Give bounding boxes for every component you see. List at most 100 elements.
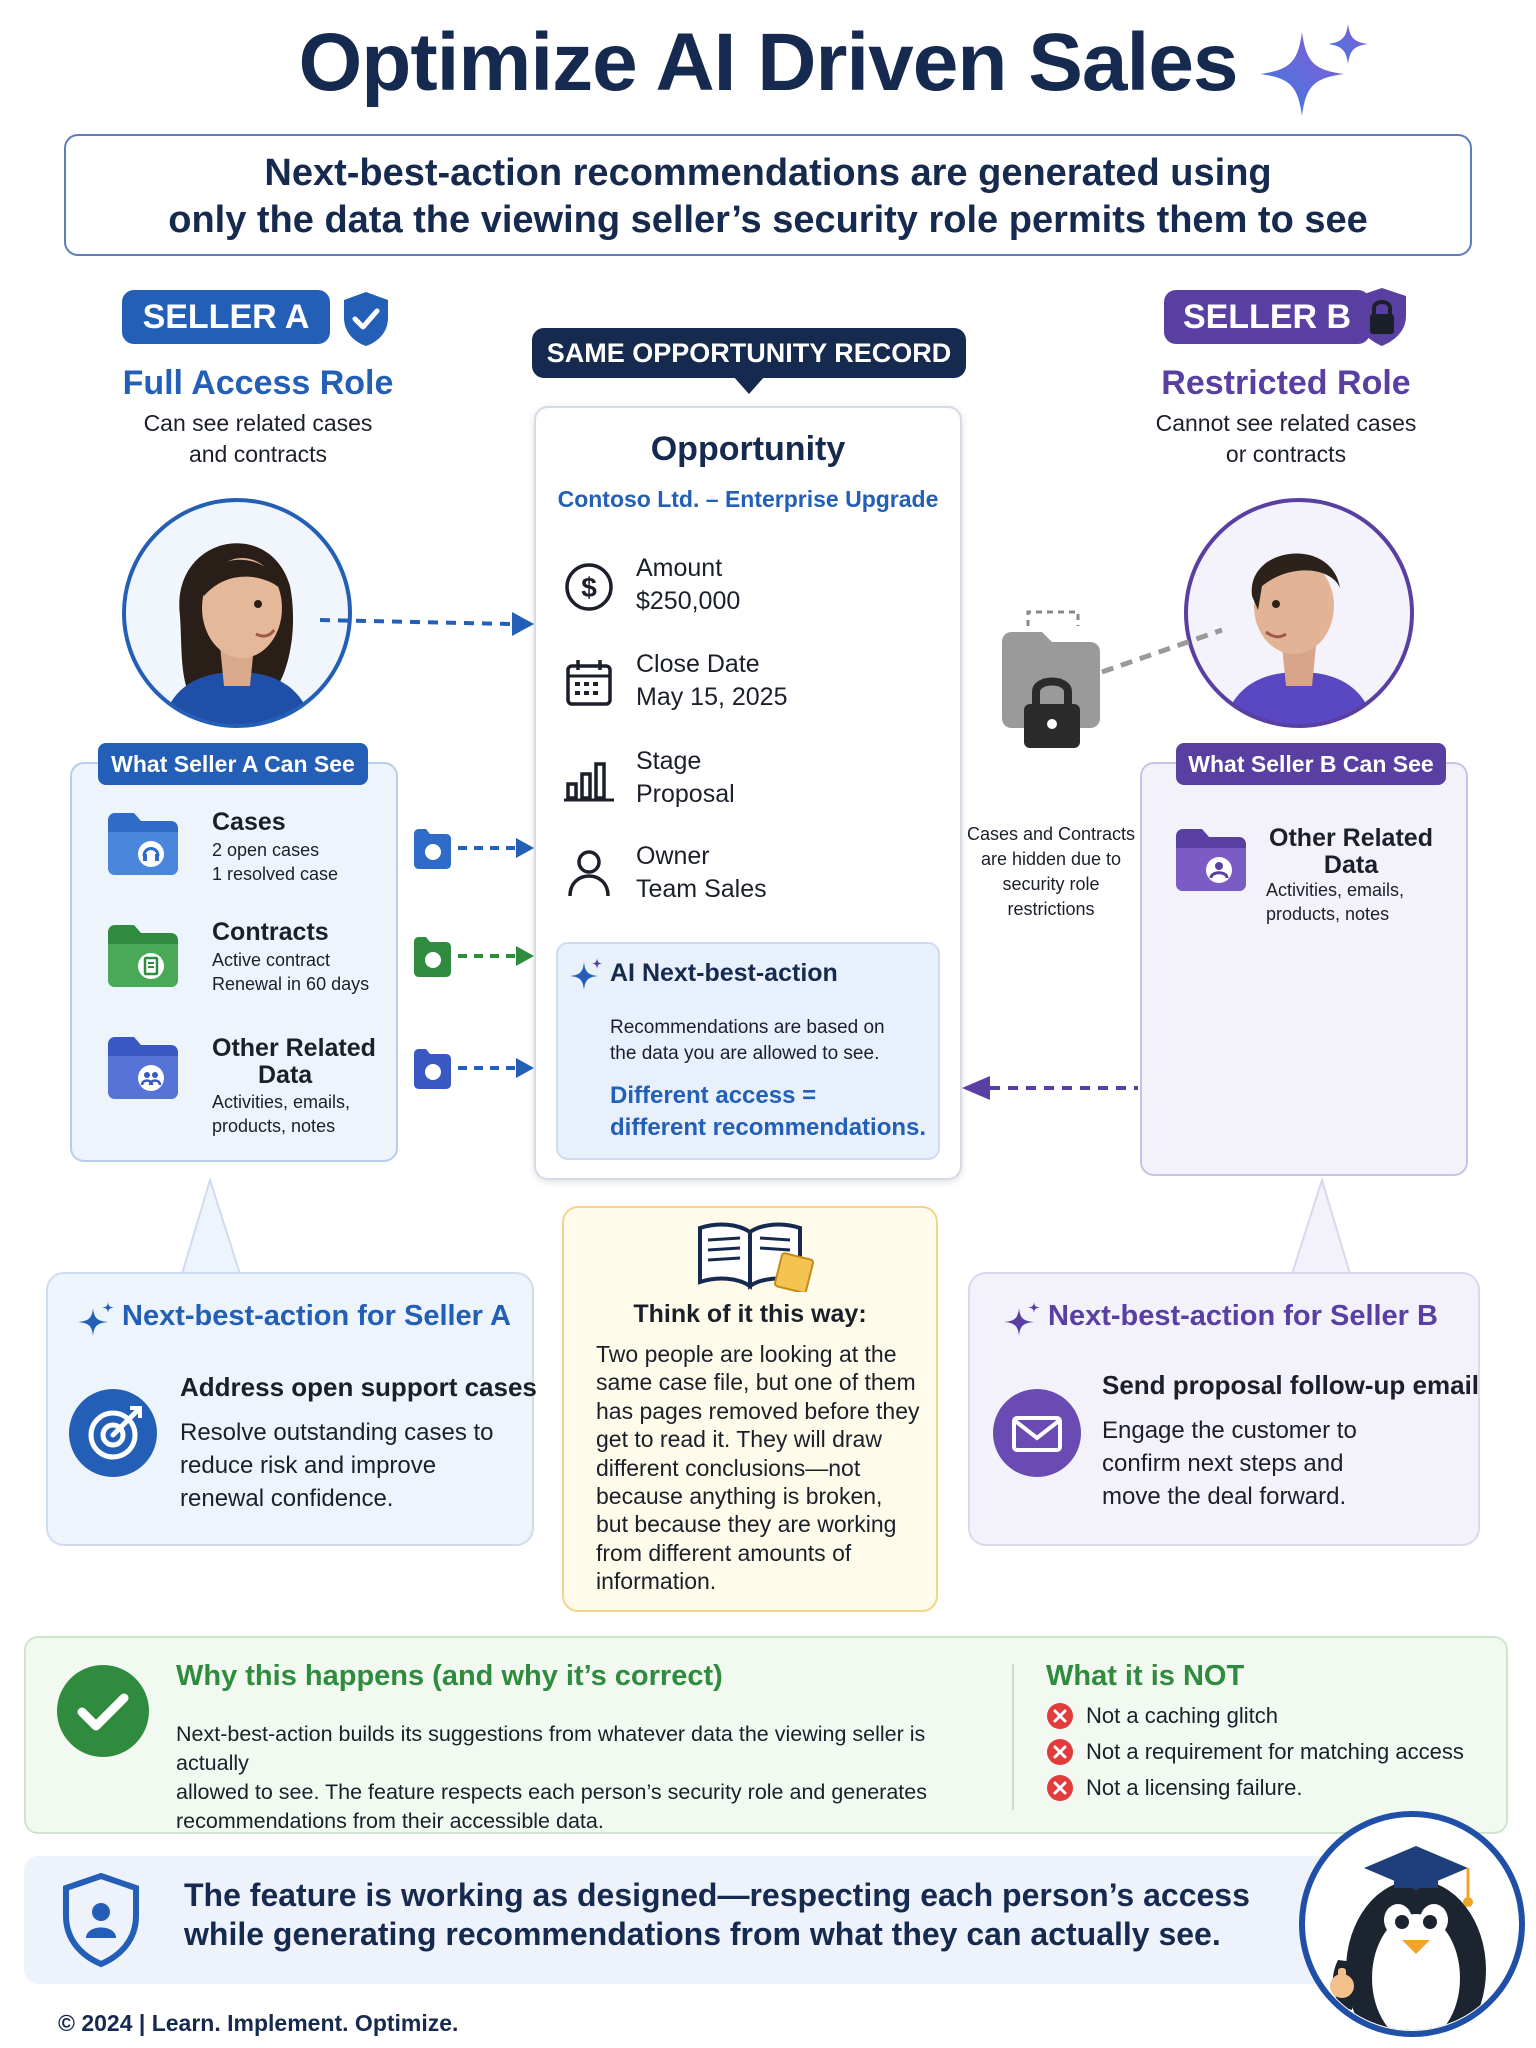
hidden-note-line: security role [1002,874,1100,894]
explanation-line: recommendations from their accessible da… [176,1809,604,1833]
folder-related-data-icon [108,1037,178,1099]
sparkle-icon [1260,24,1368,116]
explanation-box [24,1636,1508,1834]
hidden-note-line: restrictions [1007,899,1095,919]
calendar-icon [566,660,612,706]
contracts-title: Contracts [212,918,329,946]
seller-b-role: Restricted Role [1161,364,1411,402]
cases-desc: 2 open cases [212,840,320,860]
same-record-pill: SAME OPPORTUNITY RECORD [532,328,966,378]
x-circle-icon [1047,1703,1073,1729]
seller-b-desc: Cannot see related cases [1155,410,1417,436]
seller-a-nba-title: Next-best-action for Seller A [122,1300,511,1332]
sparkle-icon [1004,1302,1040,1336]
person-icon [568,850,610,897]
footer: © 2024 | Learn. Implement. Optimize. [58,2010,459,2036]
seller-b-panel-title: What Seller B Can See [1176,743,1446,785]
not-list-title: What it is NOT [1046,1660,1245,1692]
shield-user-icon [63,1872,139,1968]
x-circle-icon [1047,1775,1073,1801]
seller-b-avatar [1184,498,1414,728]
sparkle-icon [78,1302,114,1336]
seller-b-nba-text: Engage the customer to [1102,1417,1357,1444]
explanation-title: Why this happens (and why it’s correct) [176,1660,723,1692]
subtitle-line: only the data the viewing seller’s secur… [168,199,1368,241]
ai-nba-text: the data you are allowed to see. [610,1043,880,1064]
not-item: Not a caching glitch [1086,1703,1278,1728]
dashed-arrow-cases [414,829,534,869]
seller-a-avatar [122,498,352,728]
other-data-desc: Activities, emails, [1266,880,1405,900]
conclusion-text: The feature is working as designed—respe… [184,1876,1304,1954]
close-date-value: May 15, 2025 [636,683,788,711]
seller-b-nba-text: confirm next steps and [1102,1450,1344,1477]
explanation-line: Next-best-action builds its suggestions … [176,1722,926,1775]
other-data-title: Data [258,1061,313,1089]
seller-a-nba-text: renewal confidence. [180,1485,394,1512]
divider [1012,1664,1014,1810]
hidden-note-line: are hidden due to [980,849,1122,869]
contracts-desc: Renewal in 60 days [212,974,370,994]
stage-label: Stage [636,747,702,775]
cases-title: Cases [212,808,286,836]
stage-value: Proposal [636,780,735,808]
analogy-line: same case file, but one of them [596,1369,916,1396]
analogy-line: Two people are looking at the [596,1341,897,1367]
analogy-line: from different amounts of [596,1539,852,1566]
other-data-title: Other Related [1269,824,1433,852]
penguin-mascot [1299,1811,1525,2037]
target-icon [69,1389,157,1477]
opportunity-title: Opportunity [650,430,846,468]
dashed-arrow-left [962,1076,1138,1100]
other-data-title: Other Related [212,1034,376,1062]
bar-chart-icon [564,762,614,802]
not-item: Not a licensing failure. [1086,1775,1303,1800]
cases-desc: 1 resolved case [212,864,339,884]
ai-nba-title: AI Next-best-action [610,959,838,987]
analogy-title: Think of it this way: [633,1300,867,1328]
seller-a-role: Full Access Role [122,364,394,402]
speech-pointer [1290,1178,1352,1275]
explanation-text: Next-best-action builds its suggestions … [176,1720,996,1836]
not-item: Not a requirement for matching access [1086,1739,1464,1764]
check-circle-icon [57,1665,149,1757]
conclusion-line: while generating recommendations from wh… [184,1916,1221,1952]
analogy-line: different conclusions—not [596,1454,861,1481]
contracts-desc: Active contract [212,950,331,970]
opportunity-subtitle: Contoso Ltd. – Enterprise Upgrade [557,486,939,512]
page-title: Optimize AI Driven Sales [298,17,1238,108]
ai-nba-emphasis: Different access = [610,1082,817,1109]
seller-b-nba-title: Next-best-action for Seller B [1048,1300,1438,1332]
analogy-text: Two people are looking at the same case … [596,1340,926,1596]
record-pointer [733,376,765,394]
analogy-line: information. [596,1568,717,1595]
open-book-icon [698,1222,815,1292]
ai-nba-text: Recommendations are based on [610,1017,885,1038]
amount-value: $250,000 [636,587,741,615]
other-data-title: Data [1323,851,1379,879]
seller-b-nba-action: Send proposal follow-up email [1102,1370,1480,1400]
speech-pointer [180,1178,242,1275]
x-circle-icon [1047,1739,1073,1765]
close-date-label: Close Date [636,650,760,678]
dashed-arrow [319,612,534,636]
seller-a-desc: Can see related cases [143,410,373,436]
subtitle-banner: Next-best-action recommendations are gen… [64,134,1472,256]
svg-text:$: $ [581,572,597,603]
dashed-arrow-related-data [414,1049,534,1089]
envelope-icon [993,1389,1081,1477]
shield-check-icon [344,292,388,346]
analogy-line: because anything is broken, [596,1483,883,1510]
dollar-icon: $ [565,563,613,611]
amount-label: Amount [636,554,723,582]
folder-contracts-icon [108,925,178,987]
ai-nba-emphasis: different recommendations. [610,1114,927,1141]
lock-icon [1358,288,1406,346]
hidden-data-note: Cases and Contracts are hidden due to se… [958,822,1144,922]
seller-b-nba-text: move the deal forward. [1102,1483,1347,1510]
conclusion-banner [24,1856,1404,1984]
sparkle-icon [570,958,602,990]
analogy-line: has pages removed before they [596,1397,920,1424]
owner-value: Team Sales [636,875,767,903]
seller-a-panel-title: What Seller A Can See [98,743,368,785]
